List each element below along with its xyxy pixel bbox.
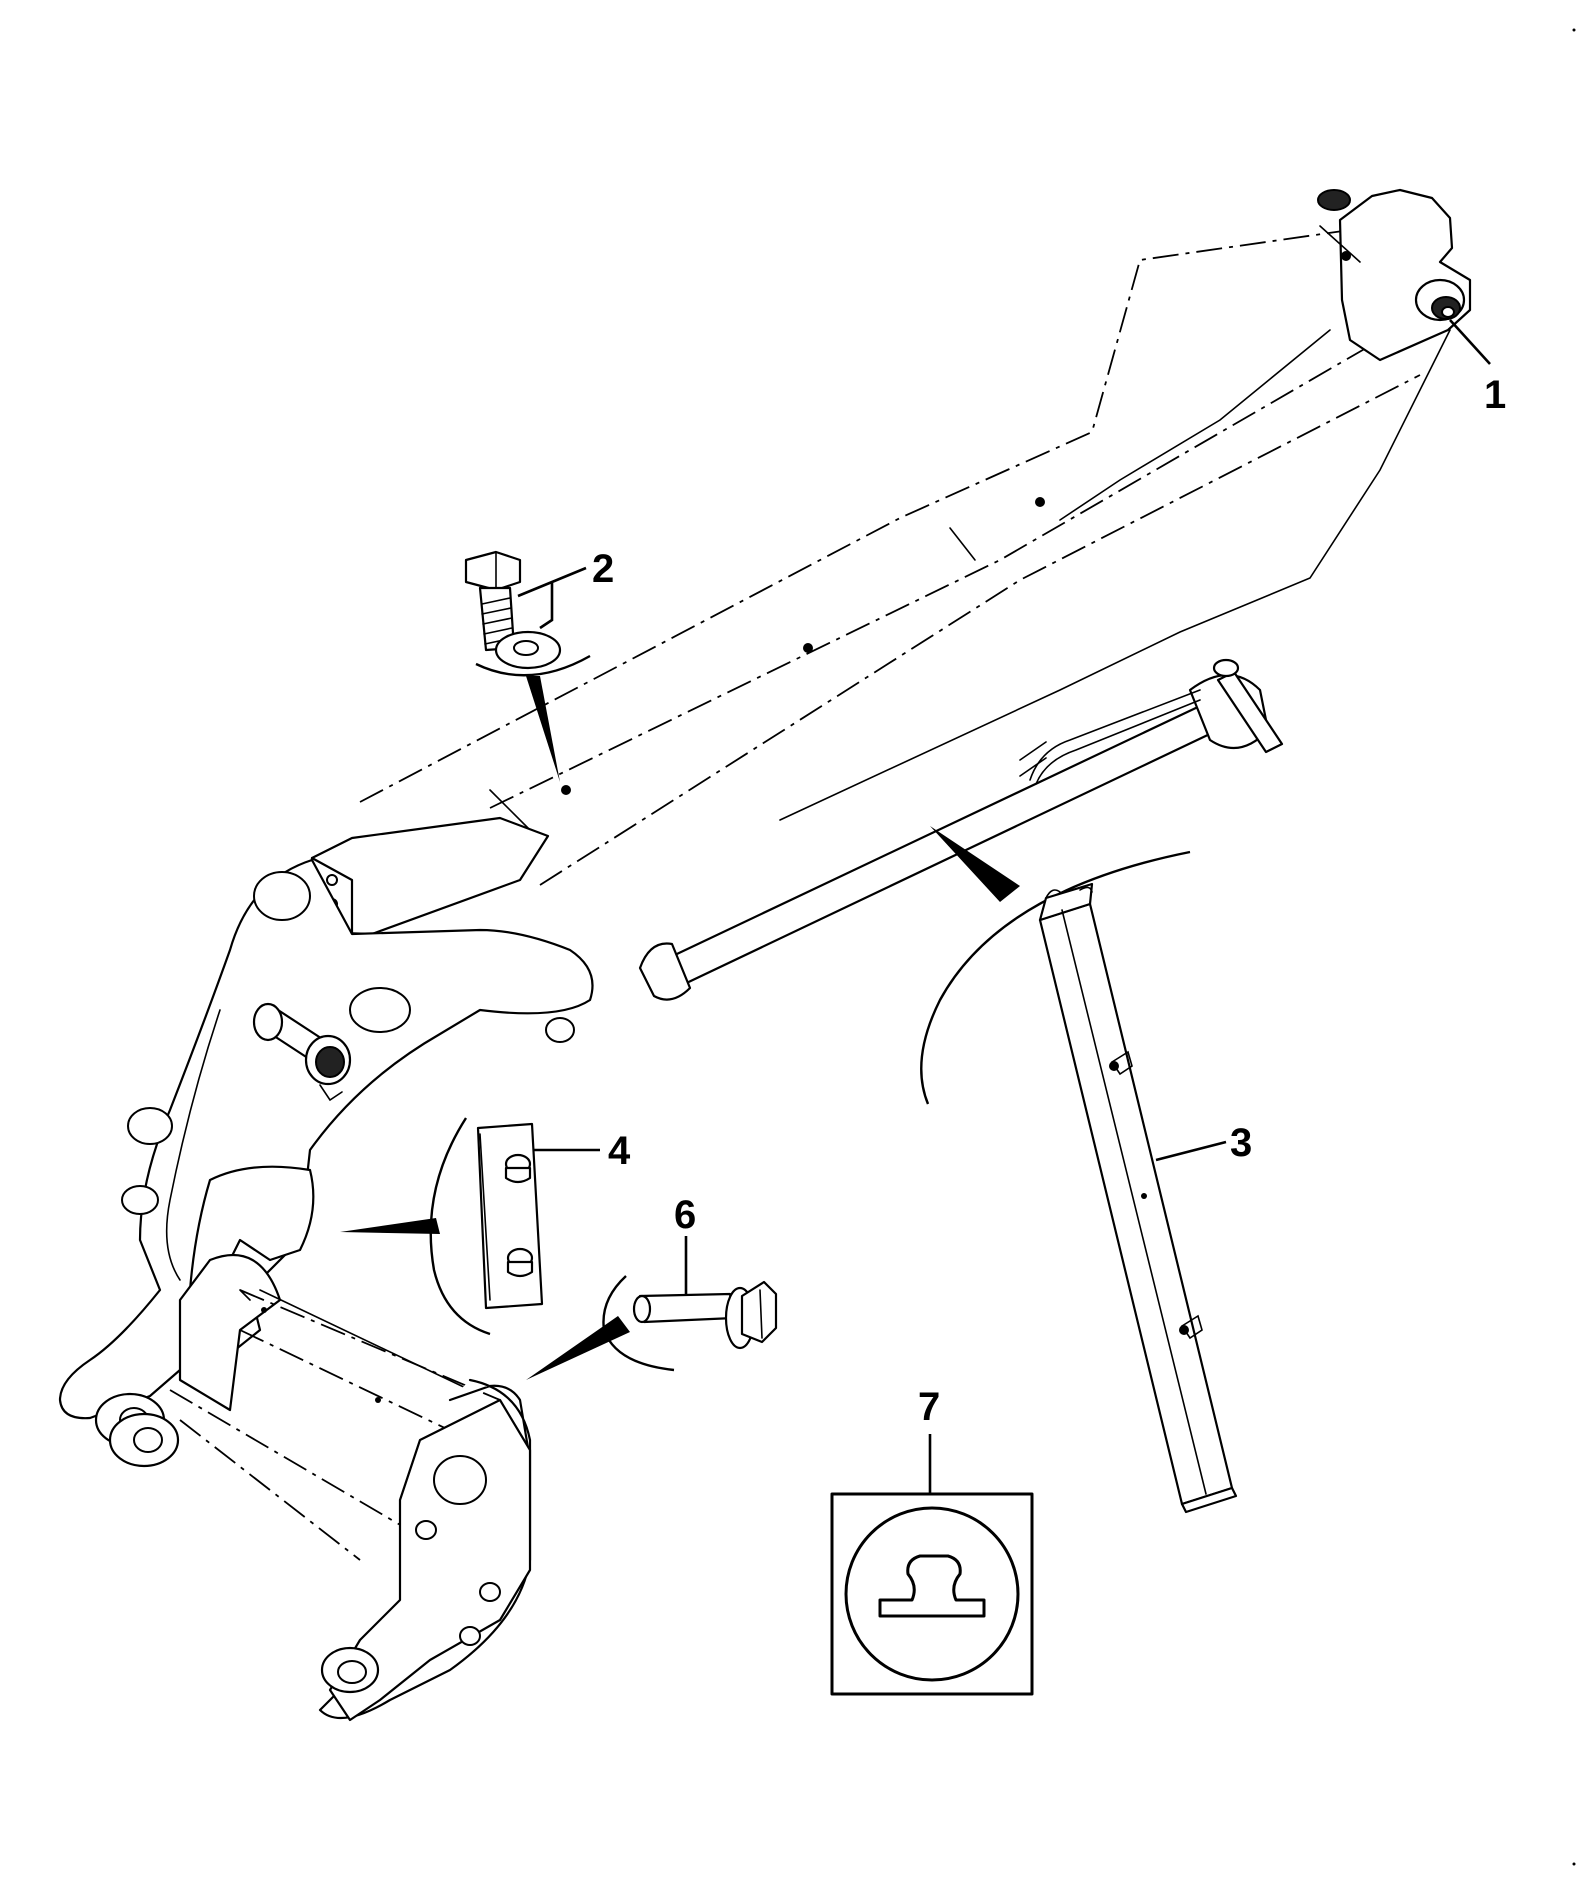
bracket-hole xyxy=(415,1520,437,1540)
boom-head-pin xyxy=(1317,189,1466,322)
channel-clip-1 xyxy=(1110,1050,1133,1076)
channel-clip-2-pin xyxy=(1179,1325,1189,1335)
bracket-hole xyxy=(459,1626,481,1646)
grease-point xyxy=(1341,251,1351,261)
channel-flange xyxy=(1038,882,1094,922)
corner-mark xyxy=(1572,28,1576,32)
decal-rail-symbol xyxy=(878,1554,986,1618)
boom-right-edge xyxy=(779,329,1451,821)
corner-mark xyxy=(1572,1862,1576,1866)
callout-7-label: 7 xyxy=(918,1385,940,1429)
wear-plate-assembly: 4 xyxy=(340,1117,631,1336)
pin-centre xyxy=(1441,306,1455,318)
swing-frame-phantom xyxy=(169,1289,501,1561)
frame-marker xyxy=(261,1307,267,1313)
boom-centre-line xyxy=(489,339,1381,809)
channel-body xyxy=(1038,902,1234,1506)
hydraulic-hose-1 xyxy=(1029,689,1201,781)
boom-lower-edge xyxy=(539,374,1421,886)
channel-clip-2 xyxy=(1180,1314,1203,1340)
side-plate-hole xyxy=(121,1185,159,1215)
callout-3-pointer xyxy=(930,826,1020,902)
channel-top-lip xyxy=(1045,886,1093,899)
callout-2-pointer xyxy=(526,676,560,782)
callout-3-label: 3 xyxy=(1230,1121,1252,1165)
callout-6-pointer xyxy=(526,1316,630,1380)
frame-marker xyxy=(375,1397,381,1403)
swing-frame xyxy=(94,1165,532,1722)
bracket-pivot-hole xyxy=(337,1660,367,1684)
flange-bolt-head-edge xyxy=(759,1289,763,1339)
bracket-hole xyxy=(479,1582,501,1602)
boom-seam-3 xyxy=(1319,225,1361,263)
callout-3-arc xyxy=(920,850,1191,1105)
washer-hole xyxy=(513,640,539,656)
side-plate-window xyxy=(349,987,411,1033)
callout-2-bracket xyxy=(517,566,587,630)
side-plate-window xyxy=(253,871,311,921)
cylinder-base xyxy=(638,942,692,1001)
callout-4-arc xyxy=(429,1117,491,1336)
decal-assembly: 7 xyxy=(830,1385,1034,1696)
hydraulic-hose-2 xyxy=(1035,699,1201,785)
pin-bushing-top xyxy=(1317,189,1351,211)
side-plate-inner xyxy=(165,1009,221,1281)
swing-casting xyxy=(178,1253,282,1412)
side-plate-hole xyxy=(127,1107,173,1145)
boom-foot xyxy=(58,816,594,1420)
flange-bolt-assembly: 6 xyxy=(526,1193,778,1380)
boom-under-edge xyxy=(1059,329,1331,521)
boom-upper-edge xyxy=(359,229,1351,803)
boom-pivot-hole xyxy=(545,1017,575,1043)
pivot-pin-collar xyxy=(252,1002,284,1042)
channel-centre-hole xyxy=(1141,1193,1147,1199)
bolt-head xyxy=(464,550,522,592)
plate-bolt-lower-head xyxy=(506,1260,534,1278)
boom-seam-1 xyxy=(949,527,976,561)
boom-arm xyxy=(357,188,1472,893)
callout-1-label: 1 xyxy=(1484,373,1506,417)
callout-1: 1 xyxy=(1449,319,1506,417)
bracket-hole xyxy=(433,1455,487,1505)
bolt-thread xyxy=(481,597,514,645)
plate-bolt-upper-head xyxy=(504,1166,532,1184)
pivot-retainer xyxy=(319,1084,343,1102)
cylinder-pin-end xyxy=(1212,658,1240,678)
hydraulic-cylinder xyxy=(638,658,1284,1001)
callout-4-label: 4 xyxy=(608,1129,631,1173)
channel-fold xyxy=(1061,909,1207,1495)
boom-head xyxy=(1338,188,1472,362)
pivot-pin-face xyxy=(315,1046,345,1078)
callout-6-label: 6 xyxy=(674,1193,696,1237)
foot-bolt-hole xyxy=(326,874,338,886)
callout-3-leader xyxy=(1155,1140,1227,1162)
swing-boss-lower-hole xyxy=(133,1427,163,1453)
grease-point xyxy=(803,643,813,653)
flange-bolt-tip xyxy=(632,1294,652,1324)
flange-bolt-shank xyxy=(638,1292,736,1324)
grease-point xyxy=(561,785,571,795)
flange-bolt-head xyxy=(740,1280,778,1344)
channel-guard-assembly: 3 xyxy=(920,826,1252,1514)
channel-end-cap xyxy=(1180,1486,1238,1514)
callout-2-label: 2 xyxy=(592,547,614,591)
swing-frame-top xyxy=(239,1289,471,1391)
bolt-washer-assembly: 2 xyxy=(464,547,614,782)
channel-clip-1-pin xyxy=(1109,1061,1119,1071)
callout-2-arc xyxy=(475,654,591,677)
wear-plate-edge xyxy=(479,1133,491,1301)
hose-fitting xyxy=(1019,741,1047,777)
boom-seam-2 xyxy=(489,789,531,831)
callout-1-leader xyxy=(1449,319,1491,365)
grease-point xyxy=(1035,497,1045,507)
cylinder-body xyxy=(658,704,1216,990)
wear-plate xyxy=(476,1122,544,1310)
callout-4-pointer xyxy=(340,1218,440,1234)
